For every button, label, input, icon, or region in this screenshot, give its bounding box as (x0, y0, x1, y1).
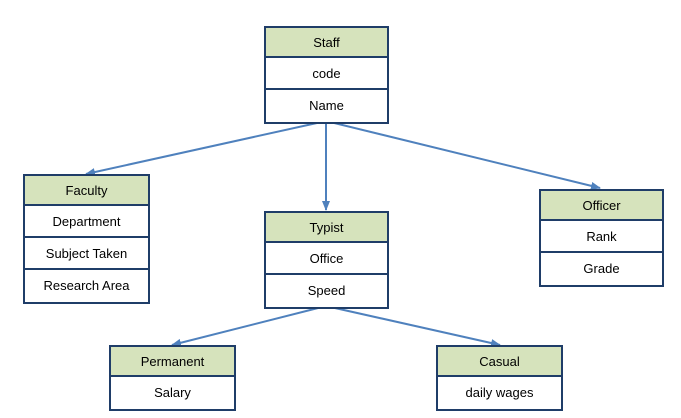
attribute-grade: Grade (583, 261, 620, 276)
attribute-research-area: Research Area (43, 278, 130, 293)
attribute-salary: Salary (154, 385, 191, 400)
attribute-subject-taken: Subject Taken (25, 238, 148, 270)
class-box-casual: Casual daily wages (436, 345, 563, 411)
arrow-typist-to-casual (325, 305, 501, 347)
attribute-office: Office (266, 243, 387, 275)
attribute-name: Name (309, 98, 344, 113)
arrow-typist-to-permanent (171, 305, 327, 347)
class-name-faculty: Faculty (25, 176, 148, 206)
class-box-officer: Officer Rank Grade (539, 189, 664, 287)
class-box-faculty: Faculty Department Subject Taken Researc… (23, 174, 150, 304)
arrow-staff-to-officer (325, 120, 601, 190)
class-name-officer: Officer (541, 191, 662, 221)
class-box-staff: Staff code Name (264, 26, 389, 124)
class-name-staff: Staff (266, 28, 387, 58)
arrow-staff-to-faculty (85, 120, 327, 176)
attribute-department: Department (25, 206, 148, 238)
class-name-typist: Typist (266, 213, 387, 243)
class-box-typist: Typist Office Speed (264, 211, 389, 309)
class-box-permanent: Permanent Salary (109, 345, 236, 411)
attribute-rank: Rank (541, 221, 662, 253)
attribute-code: code (266, 58, 387, 90)
class-name-casual: Casual (438, 347, 561, 377)
class-name-permanent: Permanent (111, 347, 234, 377)
attribute-speed: Speed (307, 283, 346, 298)
attribute-daily-wages: daily wages (465, 385, 534, 400)
